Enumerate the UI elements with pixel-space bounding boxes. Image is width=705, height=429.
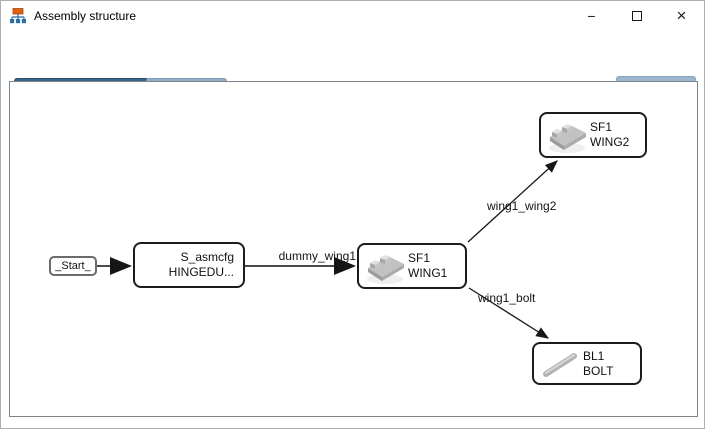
node-wing1-line2: WING1 <box>408 266 448 280</box>
node-asmcfg-line1: S_asmcfg <box>180 250 234 264</box>
close-icon: × <box>676 6 687 25</box>
node-s-asmcfg[interactable]: S_asmcfg HINGEDU... <box>133 242 245 288</box>
page-title: Assembly structure <box>34 9 137 23</box>
node-bolt-line1: BL1 <box>583 348 605 363</box>
node-wing2-line2: WING2 <box>590 135 630 149</box>
maximize-icon <box>631 11 642 21</box>
maximize-button[interactable] <box>614 1 659 31</box>
minimize-button[interactable]: − <box>569 1 614 31</box>
minimize-icon: − <box>587 8 596 24</box>
titlebar: Assembly structure − × <box>1 1 704 31</box>
node-start[interactable]: _Start_ <box>49 256 97 276</box>
diagram-edges <box>97 160 558 339</box>
edge-label-wing1-bolt: wing1_bolt <box>478 291 536 305</box>
node-wing2-line1: SF1 <box>590 120 613 134</box>
node-start-label: _Start_ <box>55 260 91 272</box>
bolt-part-icon <box>543 352 577 377</box>
assembly-tree-icon <box>10 8 26 24</box>
diagram-canvas: dummy_wing1 wing1_wing2 wing1_bolt _Star… <box>9 81 698 417</box>
node-asmcfg-line2: HINGEDU... <box>168 265 234 279</box>
node-bl1-bolt[interactable]: BL1 BOLT <box>532 342 642 385</box>
wing-part-icon <box>549 124 586 153</box>
close-button[interactable]: × <box>659 1 704 31</box>
wing-part-icon <box>367 255 404 284</box>
edge-label-dummy-wing1: dummy_wing1 <box>278 249 356 263</box>
node-sf1-wing1[interactable]: SF1 WING1 <box>357 243 467 289</box>
caption-buttons: − × <box>569 1 704 31</box>
edge-label-wing1-wing2: wing1_wing2 <box>487 199 557 213</box>
node-wing1-line1: SF1 <box>408 251 431 265</box>
node-sf1-wing2[interactable]: SF1 WING2 <box>539 112 647 158</box>
node-bolt-line2: BOLT <box>583 363 614 378</box>
toolbar: Save as image... Print... Layout <box>1 37 704 109</box>
